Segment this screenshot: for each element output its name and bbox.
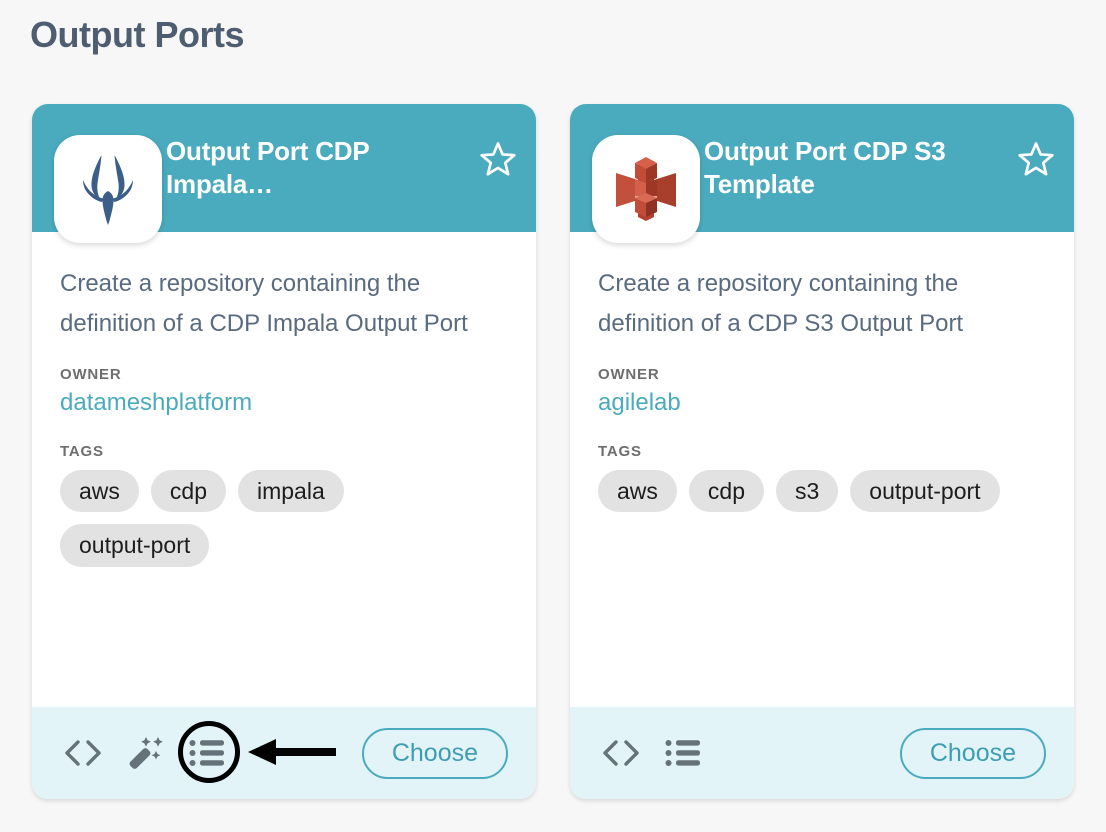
tags-label: TAGS xyxy=(598,442,642,460)
tag-chip[interactable]: output-port xyxy=(60,524,210,568)
owner-value[interactable]: agilelab xyxy=(598,388,681,416)
list-icon xyxy=(665,740,700,766)
magic-wand-icon xyxy=(129,737,163,769)
footer-icon-group xyxy=(598,730,706,776)
tag-chip[interactable]: impala xyxy=(238,469,344,513)
tag-chip[interactable]: output-port xyxy=(850,469,1000,513)
list-icon xyxy=(189,740,224,766)
tag-chip[interactable]: cdp xyxy=(688,469,764,513)
card-body: Create a repository containing the defin… xyxy=(32,232,536,707)
code-icon xyxy=(65,740,101,766)
owner-label: OWNER xyxy=(598,365,660,383)
magic-wand-icon[interactable] xyxy=(122,730,168,776)
template-card[interactable]: Output Port CDP Impala… Create a reposito… xyxy=(32,104,536,799)
page-title: Output Ports xyxy=(30,14,244,55)
tags-label: TAGS xyxy=(60,442,104,460)
card-logo xyxy=(592,135,700,243)
card-title: Output Port CDP S3 Template xyxy=(704,136,946,199)
code-icon[interactable] xyxy=(598,730,644,776)
star-outline-icon xyxy=(1018,142,1054,176)
card-logo xyxy=(54,135,162,243)
card-header: Output Port CDP Impala… xyxy=(32,104,536,243)
card-body: Create a repository containing the defin… xyxy=(570,232,1074,707)
impala-antelope-logo xyxy=(83,155,133,225)
card-footer: Choose xyxy=(570,707,1074,799)
footer-icon-group xyxy=(60,730,230,776)
star-outline-icon xyxy=(480,142,516,176)
list-icon[interactable] xyxy=(660,730,706,776)
card-title: Output Port CDP Impala… xyxy=(166,136,370,199)
card-footer: Choose xyxy=(32,707,536,799)
choose-button[interactable]: Choose xyxy=(899,727,1046,779)
list-icon[interactable] xyxy=(184,730,230,776)
tag-chip[interactable]: aws xyxy=(598,469,677,513)
tag-chip[interactable]: cdp xyxy=(150,469,226,513)
cards-row: Output Port CDP Impala… Create a reposito… xyxy=(32,104,1078,799)
card-description: Create a repository containing the defin… xyxy=(60,270,468,337)
card-header: Output Port CDP S3 Template xyxy=(570,104,1074,243)
aws-s3-bucket-logo xyxy=(616,157,676,221)
tag-chip[interactable]: aws xyxy=(60,469,139,513)
favorite-star-button[interactable] xyxy=(1016,139,1056,179)
owner-label: OWNER xyxy=(60,365,122,383)
favorite-star-button[interactable] xyxy=(478,139,518,179)
card-description: Create a repository containing the defin… xyxy=(598,270,964,337)
tag-chip[interactable]: s3 xyxy=(776,469,839,513)
choose-button[interactable]: Choose xyxy=(361,727,508,779)
code-icon[interactable] xyxy=(60,730,106,776)
code-icon xyxy=(603,740,639,766)
owner-value[interactable]: datameshplatform xyxy=(60,388,253,416)
